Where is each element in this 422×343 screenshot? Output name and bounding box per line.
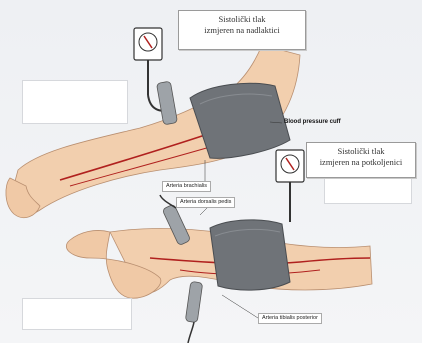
callout-upper-arm: Sistolički tlak izmjeren na nadlaktici [178, 10, 306, 50]
label-arteria-brachialis: Arteria brachialis [162, 181, 211, 192]
blank-label-box-lower [22, 298, 132, 330]
callout-upper-line1: Sistolički tlak [183, 14, 301, 25]
label-arteria-tibialis-posterior: Arteria tibialis posterior [258, 313, 322, 324]
label-arteria-dorsalis-pedis: Arteria dorsalis pedis [176, 197, 235, 208]
callout-lower-leg: Sistolički tlak izmjeren na potkoljenici [306, 142, 416, 178]
callout-lower-line2: izmjeren na potkoljenici [311, 157, 411, 168]
callout-lower-line1: Sistolički tlak [311, 146, 411, 157]
lower-cuff [210, 220, 290, 290]
callout-upper-line2: izmjeren na nadlaktici [183, 25, 301, 36]
label-blood-pressure-cuff: Blood pressure cuff [284, 119, 341, 125]
doppler-probe-lower [185, 281, 202, 322]
blank-label-box-upper [22, 80, 128, 124]
